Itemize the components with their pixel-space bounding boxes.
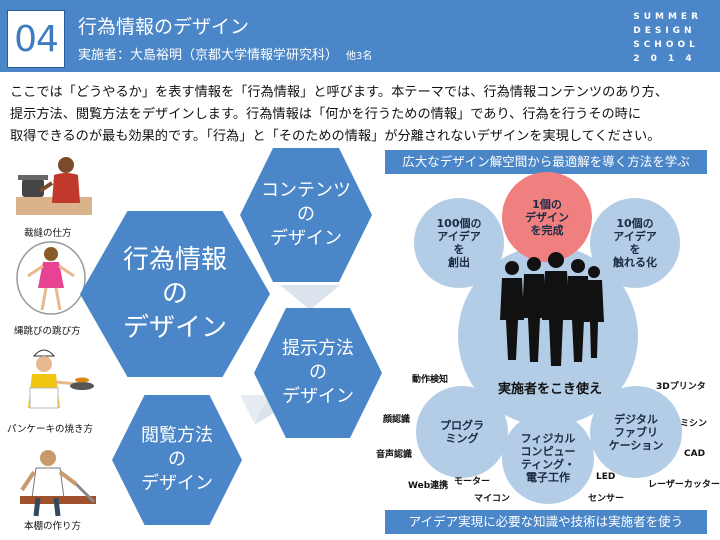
digital-fabrication-circle: デジタル ファブリ ケーション [590, 386, 682, 478]
tool-motion-detection: 動作検知 [412, 372, 448, 385]
jump-rope-person-icon [16, 240, 86, 318]
intro-text: ここでは「どうやるか」を表す情報を「行為情報」と呼びます。本テーマでは、行為情報… [10, 82, 716, 148]
carpenter-icon [14, 446, 98, 518]
tool-sewing-machine: ミシン [680, 416, 707, 429]
bottom-banner: アイデア実現に必要な知識や技術は実施者を使う [385, 510, 707, 534]
top-banner: 広大なデザイン解空間から最適解を導く方法を学ぶ [385, 150, 707, 174]
sewing-person-icon [14, 153, 94, 219]
programming-circle: プログラ ミング [416, 386, 508, 478]
summer-design-school-logo: SUMMER DESIGN SCHOOL 2 0 1 4 [633, 10, 702, 66]
tool-face-recognition: 顔認識 [383, 412, 410, 425]
page-title: 行為情報のデザイン [78, 12, 249, 39]
intro-line: 取得できるのが最も効果的です。「行為」と「そのための情報」が分離されないデザイン… [10, 126, 716, 148]
pancake-cook-icon [12, 344, 96, 420]
example-caption-bookshelf: 本棚の作り方 [24, 518, 81, 532]
theme-number: 04 [7, 10, 65, 68]
presenter: 実施者：大島裕明（京都大学情報学研究科） [78, 48, 338, 63]
business-people-silhouette-icon [494, 250, 604, 370]
tool-led: LED [596, 472, 615, 482]
center-label: 実施者をこき使え [498, 378, 602, 397]
presenter-line: 実施者：大島裕明（京都大学情報学研究科） 他3名 [78, 44, 372, 63]
ideas-100-circle: 100個の アイデア を 創出 [414, 198, 504, 288]
tool-web-integration: Web連携 [408, 478, 448, 491]
tool-microcontroller: マイコン [474, 491, 510, 504]
example-caption-sewing: 裁縫の仕方 [24, 225, 72, 239]
tool-motor: モーター [454, 474, 490, 487]
intro-line: 提示方法、閲覧方法をデザインします。行為情報は「何かを行うための情報」であり、行… [10, 104, 716, 126]
browsing-design-hexagon: 閲覧方法 の デザイン [112, 395, 242, 525]
tool-sensor: センサー [588, 491, 624, 504]
tool-3d-printer: 3Dプリンタ [656, 379, 706, 392]
complete-design-circle: 1個の デザイン を完成 [502, 172, 592, 262]
header-bar: 04 行為情報のデザイン 実施者：大島裕明（京都大学情報学研究科） 他3名 SUM… [0, 0, 720, 72]
example-caption-pancake: パンケーキの焼き方 [7, 421, 93, 435]
physical-computing-circle: フィジカル コンピュー ティング・ 電子工作 [502, 412, 594, 504]
other-members: 他3名 [346, 51, 372, 62]
tool-voice-recognition: 音声認識 [376, 447, 412, 460]
tool-cad: CAD [684, 449, 705, 459]
tool-laser-cutter: レーザーカッター [648, 477, 720, 490]
example-caption-jump-rope: 縄跳びの跳び方 [14, 323, 81, 337]
intro-line: ここでは「どうやるか」を表す情報を「行為情報」と呼びます。本テーマでは、行為情報… [10, 82, 716, 104]
